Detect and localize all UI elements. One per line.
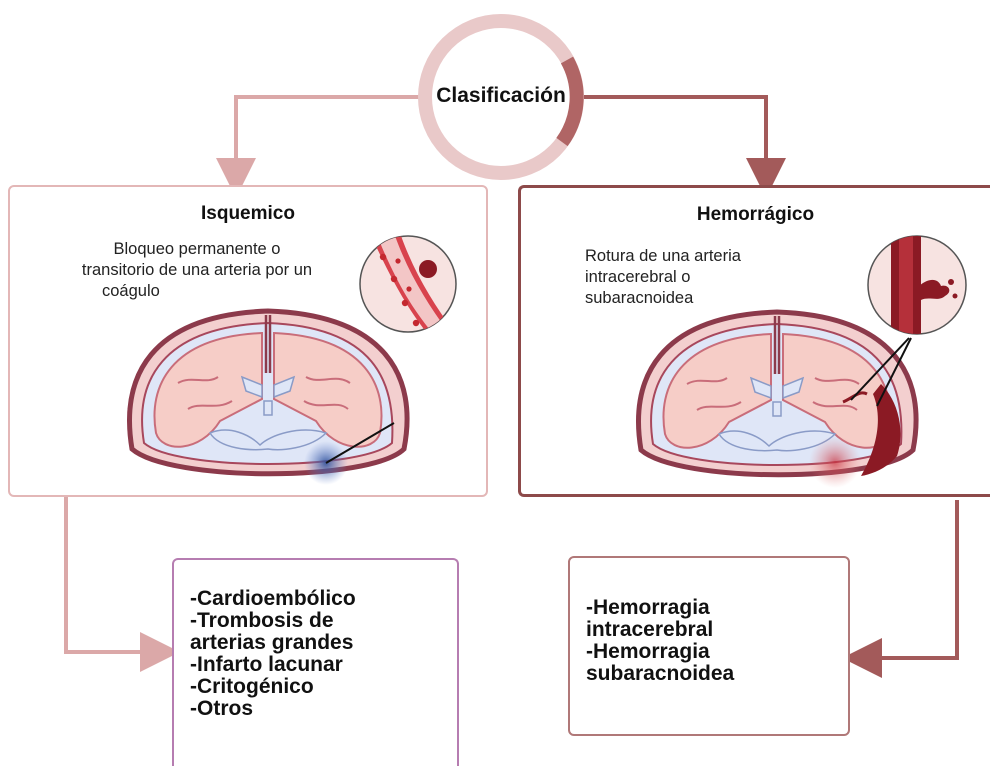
hemorragico-subtypes-box: -Hemorragia intracerebral -Hemorragia su… [568,556,850,736]
subtype-arterias-grandes: arterias grandes [190,632,442,654]
subtype-critogenico: -Critogénico [190,676,442,698]
isquemico-subtypes-box: -Cardioembólico -Trombosis de arterias g… [172,558,459,766]
subtype-hemorragia-2: -Hemorragia [586,641,836,663]
connector-isquemico-subtypes [66,497,160,652]
connector-root-hemorragico [584,97,766,178]
subtype-cardioembolico: -Cardioembólico [190,588,442,610]
brain-ischemic-illustration [10,187,486,495]
hemorragico-subtypes-list: -Hemorragia intracerebral -Hemorragia su… [586,597,836,685]
subtype-subaracnoidea: subaracnoidea [586,663,836,685]
hemorragico-panel: Hemorrágico Rotura de una arteria intrac… [518,185,990,497]
isquemico-subtypes-list: -Cardioembólico -Trombosis de arterias g… [190,588,442,720]
classification-label: Clasificación [418,84,584,108]
connector-root-isquemico [236,97,420,178]
connector-hemorragico-subtypes [862,500,957,658]
brain-hemorrhagic-illustration [521,188,990,494]
subtype-trombosis: -Trombosis de [190,610,442,632]
isquemico-panel: Isquemico Bloqueo permanente o transitor… [8,185,488,497]
subtype-intracerebral: intracerebral [586,619,836,641]
subtype-hemorragia-1: -Hemorragia [586,597,836,619]
subtype-infarto-lacunar: -Infarto lacunar [190,654,442,676]
subtype-otros: -Otros [190,698,442,720]
